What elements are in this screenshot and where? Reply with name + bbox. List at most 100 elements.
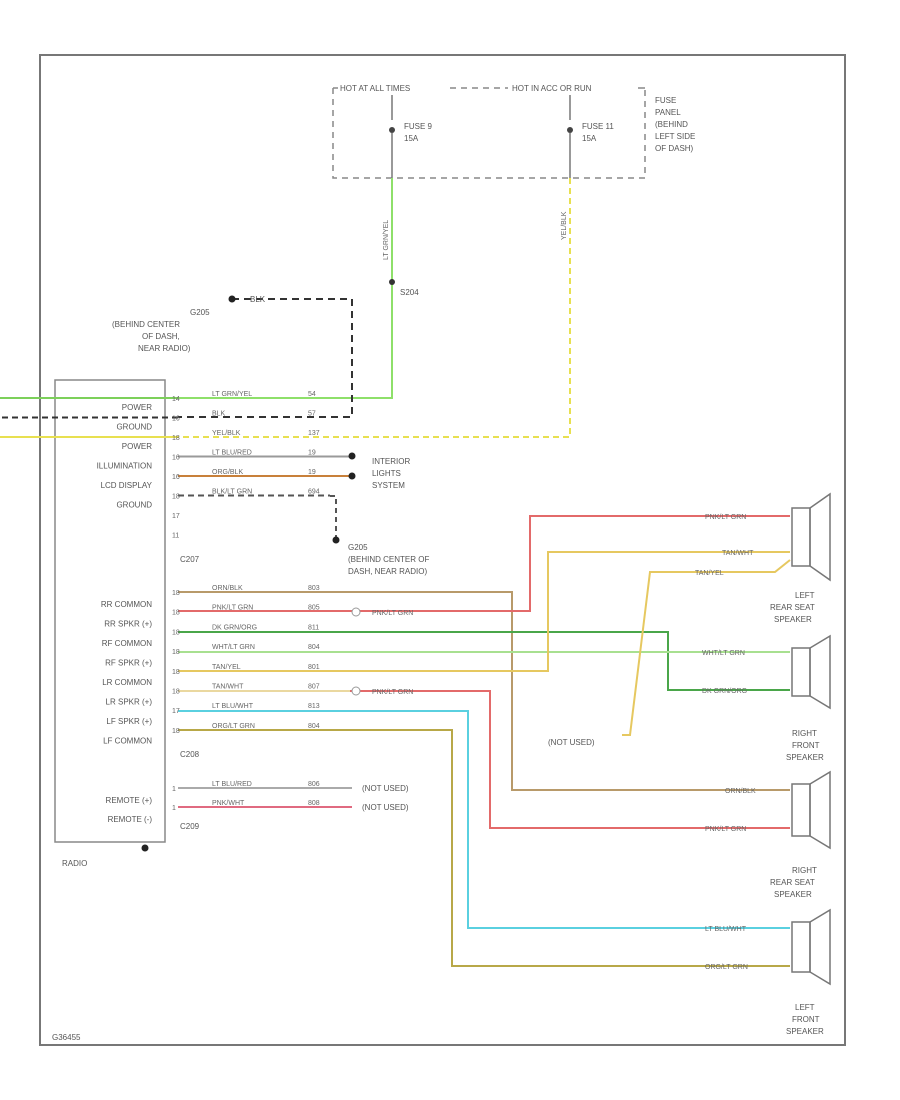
interior-lights-3: SYSTEM [372,481,405,490]
wire-circuit: 694 [308,489,320,496]
left-front-name-2: FRONT [792,1015,820,1024]
wire-circuit: 813 [308,703,320,710]
radio-pin-label: RF SPKR (+) [105,659,152,668]
fuse-9-amp: 15A [404,134,419,143]
right-rear-wire-2: PNK/LT GRN [705,826,746,833]
wire-color-label: TAN/WHT [212,684,244,691]
radio-pin-label: LR SPKR (+) [106,698,153,707]
fuse-11-icon [567,127,573,133]
open-wire-label-a: PNK/LT GRN [372,610,413,617]
radio-pin-label: REMOTE (-) [108,815,153,824]
wire-pin: 18 [172,689,180,696]
wire-circuit: 801 [308,664,320,671]
wire-pin: 18 [172,728,180,735]
speaker-icon [791,634,831,710]
wire-color-label: YEL/BLK [212,430,241,437]
radio-pin-label: POWER [122,403,152,412]
fuse-panel-location-5: OF DASH) [655,144,694,153]
ground-upper-id: G205 [190,308,210,317]
wire-pin: 1 [172,786,176,793]
wire-color-label: ORG/LT GRN [212,723,255,730]
ground-lower-id: G205 [348,543,368,552]
wire-pin: 18 [172,629,180,636]
fuse-11-amp: 15A [582,134,597,143]
wire-circuit: 804 [308,723,320,730]
wire-circuit: 57 [308,411,316,418]
speaker-wiring: PNK/LT GRN PNK/LT GRN (NOT USED) [178,515,791,967]
fuse-panel-location-2: PANEL [655,108,681,117]
fuse-wire-right-label: YEL/BLK [561,211,568,240]
radio-pin-label: RR COMMON [101,600,152,609]
lcd-display-dot [348,472,356,480]
wire-pin: 16 [172,474,180,481]
radio-label: RADIO [62,859,87,868]
wire-circuit: 805 [308,605,320,612]
wire-circuit: 804 [308,644,320,651]
fuse-11-label: FUSE 11 [582,122,614,131]
ground-upper-loc-3: NEAR RADIO) [138,344,191,353]
speaker-left-front: LT BLU/WHT ORG/LT GRN LEFT FRONT SPEAKER [705,908,831,1036]
fuse-9-icon [389,127,395,133]
wire-pin: 18 [172,649,180,656]
right-front-wire-2: DK GRN/ORG [702,688,747,695]
left-rear-name-3: SPEAKER [774,615,812,624]
radio-pin-label: REMOTE (+) [106,796,153,805]
fuse-9-label: FUSE 9 [404,122,433,131]
wire-color-label: PNK/LT GRN [212,605,253,612]
wire-color-label: BLK/LT GRN [212,489,252,496]
wire-circuit: 803 [308,585,320,592]
ground-upper-loc-1: (BEHIND CENTER [112,320,180,329]
left-front-wire-1: LT BLU/WHT [705,926,747,933]
wire-circuit: 19 [308,469,316,476]
radio-pin-label: LF SPKR (+) [106,717,152,726]
speaker-icon [791,492,831,582]
hot-at-all-times-label: HOT AT ALL TIMES [340,84,410,93]
wire-pin: 16 [172,455,180,462]
interior-lights-block: INTERIOR LIGHTS SYSTEM G205 (BEHIND CENT… [330,452,429,576]
power-wire-lt-grn-yel: LT GRN/YEL S204 [178,178,419,399]
ground-point-icon [228,295,236,303]
wire-pin: 17 [172,513,180,520]
wire-circuit: 137 [308,430,320,437]
splice-dot [389,279,395,285]
wire-circuit: 807 [308,684,320,691]
wire-pin: 18 [172,494,180,501]
wire-pin: 18 [172,590,180,597]
right-rear-name-2: REAR SEAT [770,878,815,887]
speaker-right-rear: ORN/BLK PNK/LT GRN RIGHT REAR SEAT SPEAK… [705,770,831,899]
left-front-name-3: SPEAKER [786,1027,824,1036]
ground-wire-label: BLK [250,295,266,304]
wire-color-label: LT BLU/RED [212,450,252,457]
radio-pin-label: GROUND [116,423,152,432]
radio-pin-label: LF COMMON [103,737,152,746]
hot-in-acc-or-run-label: HOT IN ACC OR RUN [512,84,592,93]
wire-color-label: DK GRN/ORG [212,624,257,631]
ground-upper-loc-2: OF DASH, [142,332,180,341]
radio-pin-label: RR SPKR (+) [104,620,152,629]
wire-pin: 1 [172,805,176,812]
left-rear-wire-1: PNK/LT GRN [705,514,746,521]
splice-label: S204 [400,288,419,297]
radio-pin-label: LR COMMON [102,678,152,687]
illumination-dot [348,452,356,460]
remote-end-label: (NOT USED) [362,803,409,812]
not-used-label: (NOT USED) [548,738,595,747]
wire-pin: 16 [172,416,180,423]
wire-circuit: 808 [308,800,320,807]
connector-c207: C207 [180,555,200,564]
connector-c208: C208 [180,750,200,759]
radio-pin-label: GROUND [116,501,152,510]
interior-lights-2: LIGHTS [372,469,401,478]
wire-pin: 17 [172,708,180,715]
right-front-name-1: RIGHT [792,729,817,738]
left-rear-wire-3: TAN/YEL [695,570,724,577]
radio-pin-label: RF COMMON [102,639,152,648]
right-rear-name-3: SPEAKER [774,890,812,899]
radio-ground-icon [141,844,149,852]
wire-color-label: LT BLU/RED [212,781,252,788]
wire-circuit: 811 [308,624,319,631]
